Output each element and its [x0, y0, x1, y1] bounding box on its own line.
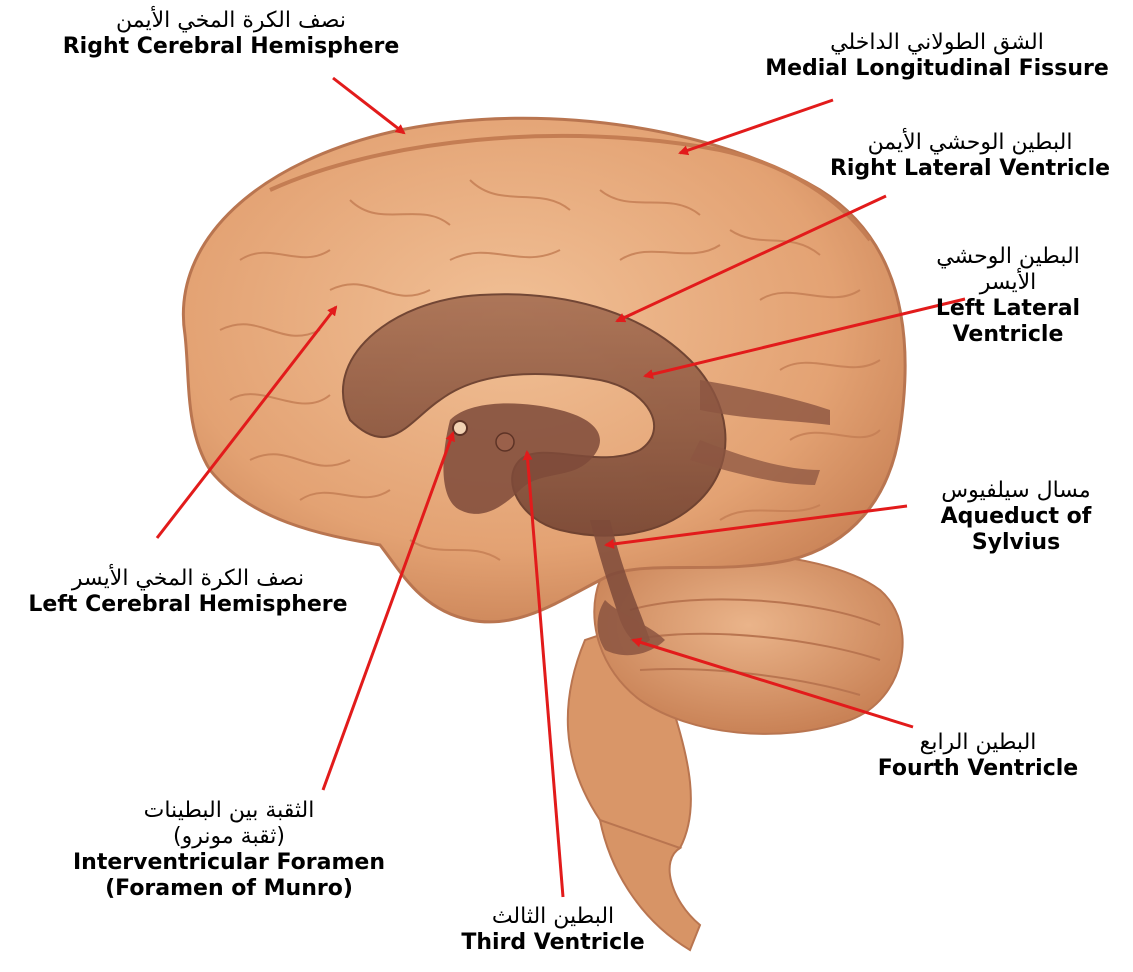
label-en-1: Interventricular Foramen [48, 850, 410, 876]
label-en-2: (Foramen of Munro) [48, 876, 410, 902]
label-interventricular-foramen: الثقبة بين البطينات (ثقبة مونرو) Interve… [48, 798, 410, 902]
label-left-cerebral-hemisphere: نصف الكرة المخي الأيسر Left Cerebral Hem… [8, 566, 368, 618]
label-left-lateral-ventricle: البطين الوحشي الأيسر Left Lateral Ventri… [910, 244, 1106, 348]
label-ar: البطين الرابع [862, 730, 1094, 756]
label-aqueduct-of-sylvius: مسال سيلفيوس Aqueduct of Sylvius [900, 478, 1132, 556]
label-ar: مسال سيلفيوس [900, 478, 1132, 504]
label-en: Third Ventricle [448, 930, 658, 956]
label-en: Left Cerebral Hemisphere [8, 592, 368, 618]
label-right-cerebral-hemisphere: نصف الكرة المخي الأيمن Right Cerebral He… [42, 8, 420, 60]
label-medial-longitudinal-fissure: الشق الطولاني الداخلي Medial Longitudina… [742, 30, 1132, 82]
label-en-1: Aqueduct of [900, 504, 1132, 530]
label-ar: الشق الطولاني الداخلي [742, 30, 1132, 56]
label-fourth-ventricle: البطين الرابع Fourth Ventricle [862, 730, 1094, 782]
label-en: Fourth Ventricle [862, 756, 1094, 782]
label-ar: البطين الثالث [448, 904, 658, 930]
label-ar: البطين الوحشي الأيمن [808, 130, 1132, 156]
label-ar-2: (ثقبة مونرو) [48, 824, 410, 850]
label-en: Right Cerebral Hemisphere [42, 34, 420, 60]
label-en-1: Left Lateral [910, 296, 1106, 322]
label-right-lateral-ventricle: البطين الوحشي الأيمن Right Lateral Ventr… [808, 130, 1132, 182]
label-ar: نصف الكرة المخي الأيمن [42, 8, 420, 34]
label-en: Right Lateral Ventricle [808, 156, 1132, 182]
label-ar: نصف الكرة المخي الأيسر [8, 566, 368, 592]
label-en-2: Ventricle [910, 322, 1106, 348]
foramen-shape [453, 421, 467, 435]
label-ar-1: البطين الوحشي [910, 244, 1106, 270]
label-third-ventricle: البطين الثالث Third Ventricle [448, 904, 658, 956]
label-ar-2: الأيسر [910, 270, 1106, 296]
label-ar-1: الثقبة بين البطينات [48, 798, 410, 824]
label-en: Medial Longitudinal Fissure [742, 56, 1132, 82]
label-en-2: Sylvius [900, 530, 1132, 556]
arrow-right-hemisphere [333, 78, 404, 133]
